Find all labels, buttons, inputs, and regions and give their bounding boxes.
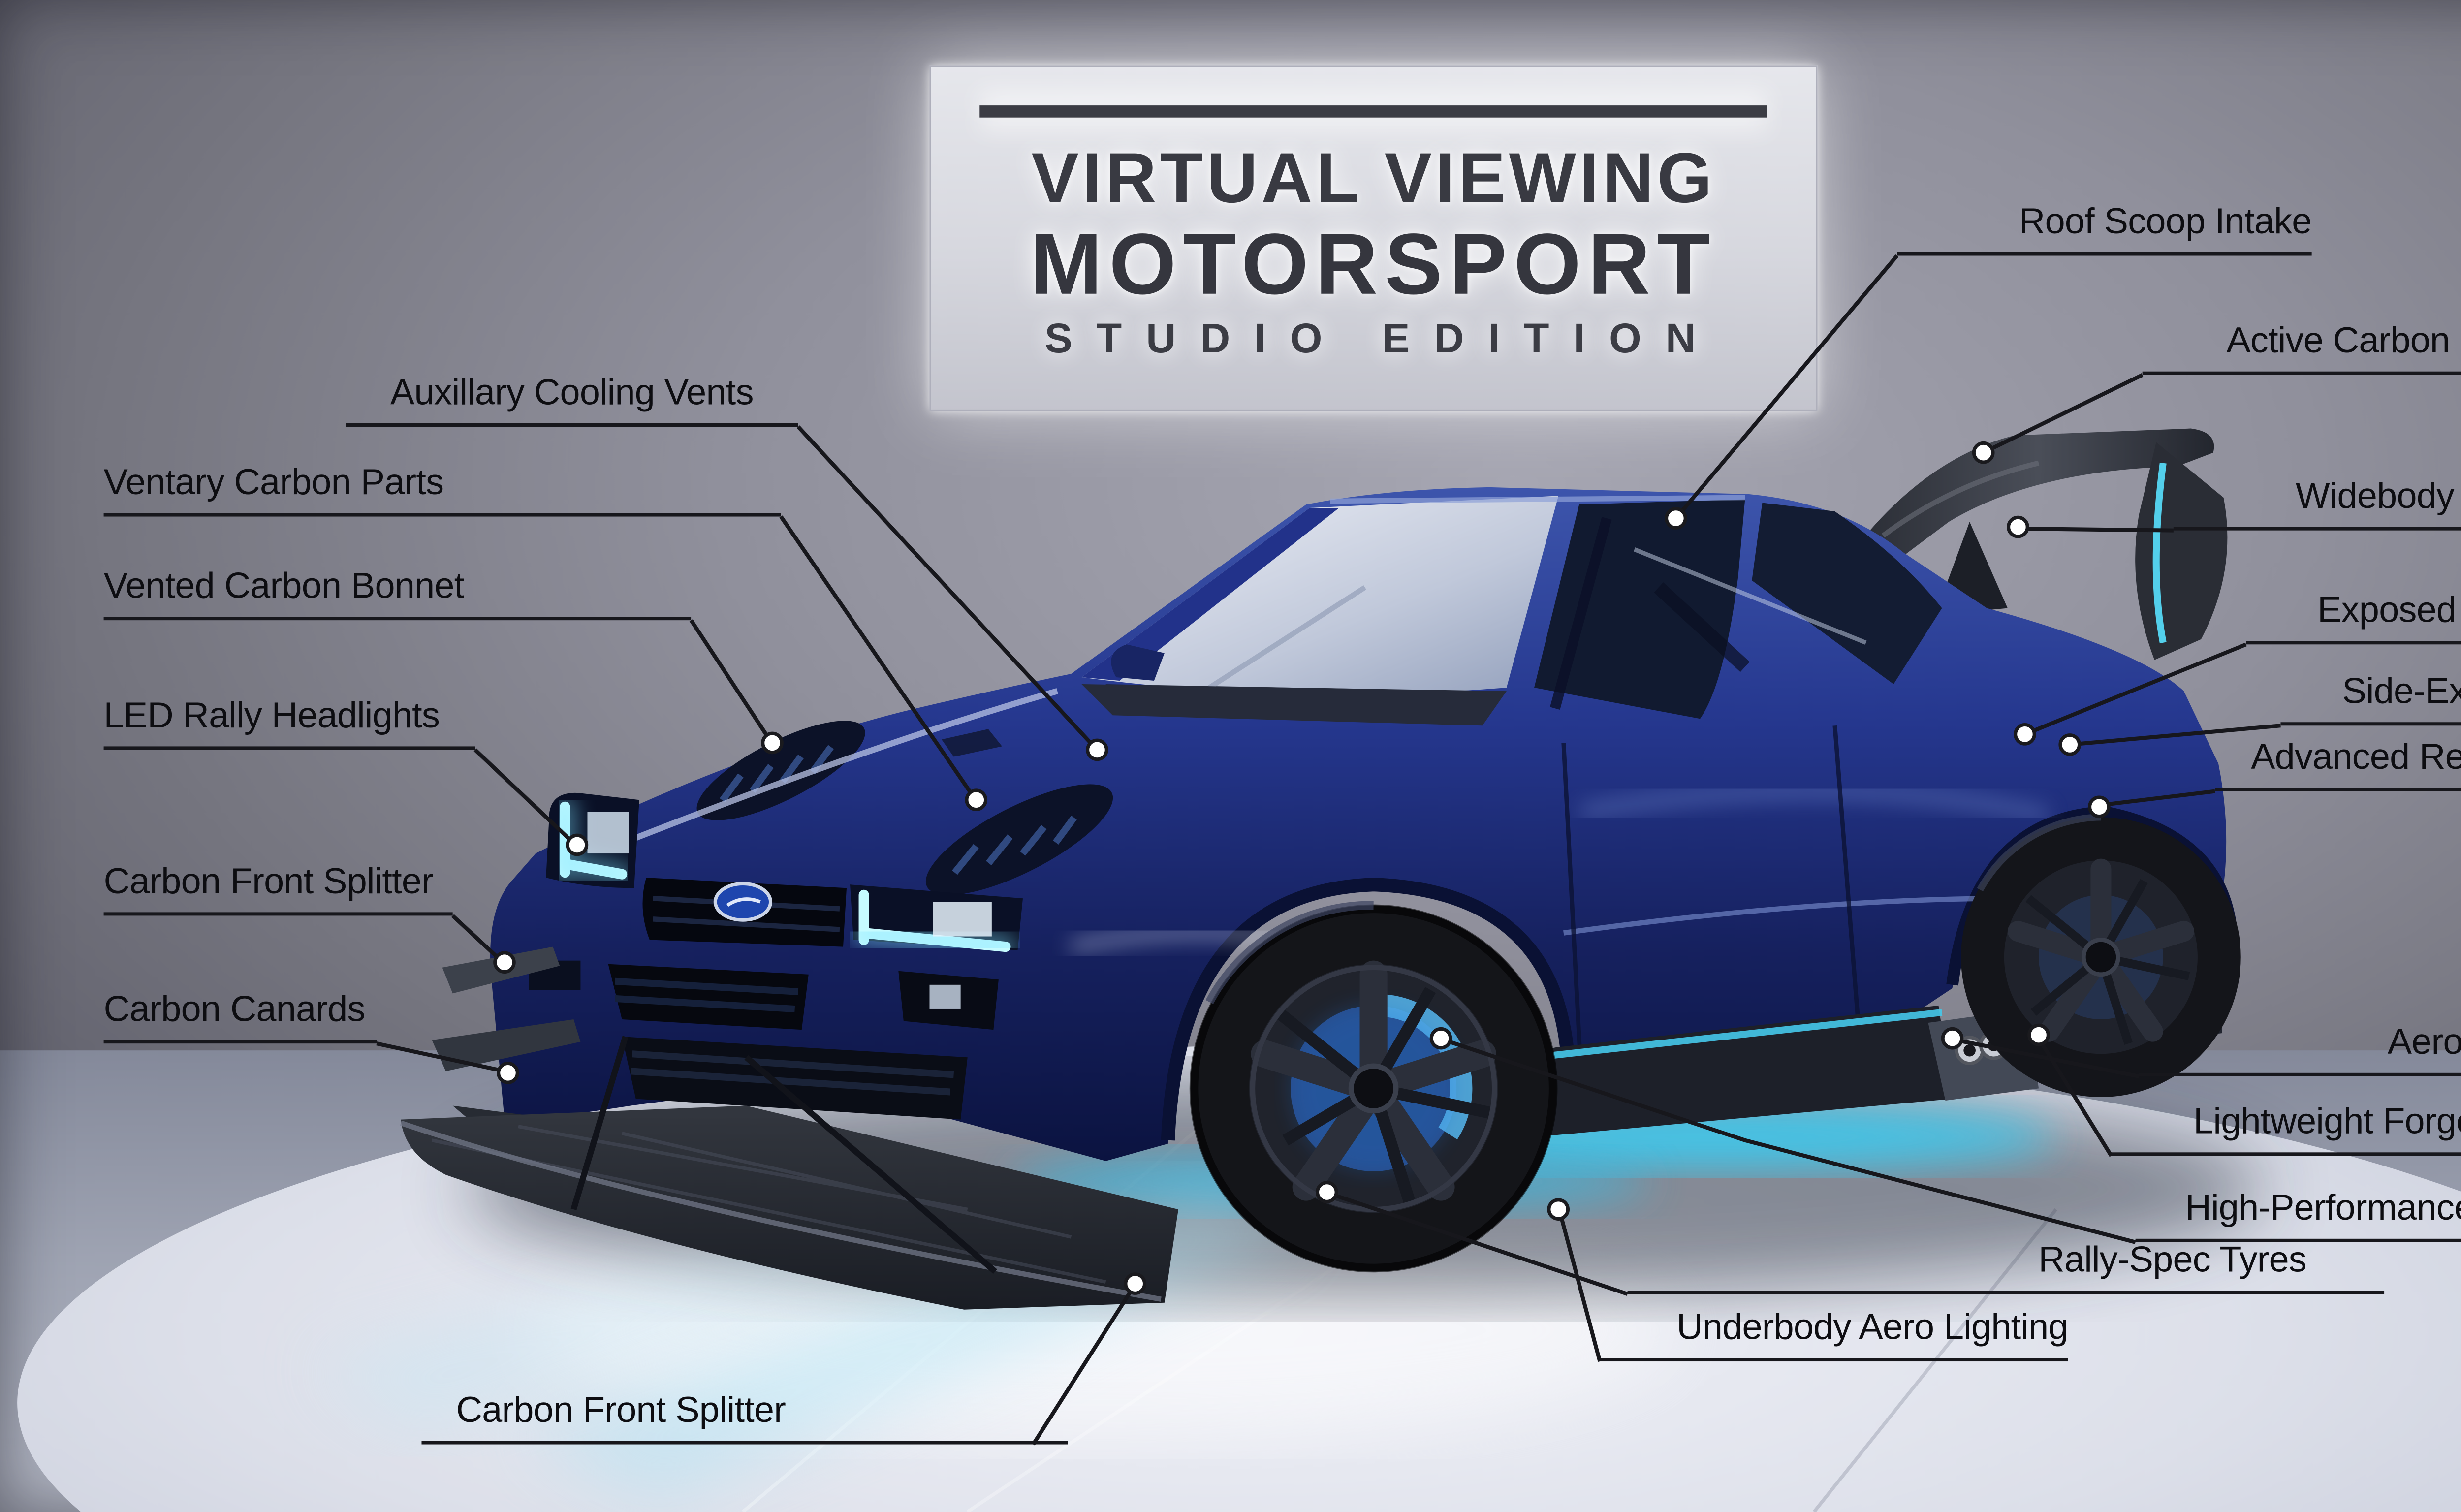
windshield — [1081, 496, 1559, 694]
front-fender-flare — [1161, 878, 1576, 1141]
leader-carbon-canards — [376, 1041, 505, 1073]
dot-vented-carbon-bonnet — [761, 731, 784, 755]
leader-exposed-aero-bolts — [2024, 642, 2247, 736]
dot-underbody-aero-lighting — [1547, 1198, 1570, 1221]
leader-lightweight-forged-wheels — [2037, 1037, 2113, 1157]
dot-led-rally-headlights — [566, 833, 589, 856]
callout-high-performance-brake-kit: High-Performance Brake Kit — [2135, 1189, 2461, 1242]
callout-carbon-front-splitter: Carbon Front Splitter — [103, 862, 453, 916]
callout-carbon-canards: Carbon Canards — [103, 990, 377, 1044]
leader-led-rally-headlights — [473, 748, 575, 845]
bonnet-vent-right — [925, 784, 1113, 895]
leader-carbon-front-splitter-bottom — [1031, 1286, 1136, 1446]
side-window-front — [1534, 499, 1745, 719]
callout-underbody-aero-lighting: Underbody Aero Lighting — [1600, 1308, 2068, 1362]
callout-auxillary-cooling-vents: Auxillary Cooling Vents — [346, 373, 798, 427]
leader-roof-scoop-intake — [1674, 254, 1899, 520]
sign-title-line1: VIRTUAL VIEWING — [1031, 138, 1716, 218]
a-pillar — [1081, 507, 1339, 681]
dot-widebody-fender-kit — [2007, 515, 2029, 538]
headlight-right — [850, 884, 1023, 958]
leader-ventary-carbon-parts — [779, 515, 977, 799]
leader-widebody-fender-kit — [2021, 527, 2174, 533]
dot-high-performance-brake-kit — [1429, 1027, 1452, 1050]
leader-auxillary-cooling-vents — [796, 425, 1097, 750]
leader-side-exit-exhaust — [2069, 724, 2281, 747]
front-splitter — [400, 1036, 1178, 1310]
dot-aero-side-skirt — [1941, 1027, 1964, 1050]
dot-lightweight-forged-wheels — [2027, 1023, 2050, 1046]
dot-carbon-front-splitter-bottom — [1124, 1272, 1147, 1295]
side-window-rear — [1752, 503, 1942, 685]
callout-aero-side-skirt: Aero Side Skirt — [2139, 1023, 2461, 1076]
side-skirt — [1465, 1005, 1953, 1140]
callout-roof-scoop-intake: Roof Scoop Intake — [1897, 202, 2312, 256]
leader-high-performance-brake-kit — [1444, 1038, 2136, 1244]
leader-rally-spec-tyres — [1329, 1192, 1628, 1296]
callout-side-exit-exhaust: Side-Exit Exhaust — [2280, 672, 2461, 726]
callout-exposed-aero-bolts: Exposed Aero Bolts — [2246, 591, 2461, 645]
callout-ventary-carbon-parts: Ventary Carbon Parts — [103, 463, 781, 517]
callout-active-carbon-rear-wing: Active Carbon Rear Wing — [2142, 321, 2461, 375]
leader-underbody-aero-lighting — [1558, 1212, 1602, 1362]
leader-advanced-rear-diffuser — [2100, 789, 2215, 807]
callout-lightweight-forged-wheels: Lightweight Forged Wheels — [2111, 1102, 2461, 1156]
callout-led-rally-headlights: LED Rally Headlights — [103, 696, 475, 750]
dot-side-exit-exhaust — [2058, 733, 2082, 756]
cowl-vent — [1081, 684, 1507, 726]
sign-rule — [979, 105, 1767, 118]
sign-title-line2: MOTORSPORT — [1030, 216, 1717, 313]
leader-active-carbon-rear-wing — [1982, 373, 2144, 455]
leader-aero-side-skirt — [1955, 1038, 2140, 1078]
front-wheel — [1189, 901, 1558, 1273]
headlight-left — [546, 792, 639, 888]
fog-lamp — [929, 984, 961, 1009]
ford-badge — [713, 882, 773, 922]
virtual-viewing-sign: VIRTUAL VIEWING MOTORSPORT STUDIO EDITIO… — [929, 65, 1818, 411]
dot-rally-spec-tyres — [1316, 1181, 1338, 1203]
callout-rally-spec-tyres: Rally-Spec Tyres — [1627, 1240, 2385, 1294]
dot-auxillary-cooling-vents — [1086, 738, 1108, 761]
leader-carbon-front-splitter — [451, 914, 503, 962]
dot-roof-scoop-intake — [1665, 507, 1687, 530]
dot-advanced-rear-diffuser — [2088, 795, 2111, 819]
dot-exposed-aero-bolts — [2014, 723, 2036, 746]
bonnet-decal — [942, 729, 1002, 757]
dot-carbon-canards — [497, 1062, 519, 1084]
sign-title-line3: STUDIO EDITION — [1044, 316, 1720, 363]
dot-active-carbon-rear-wing — [1972, 441, 1995, 464]
callout-widebody-fender-kit: Widebody Fender Kit — [2173, 477, 2461, 531]
leader-vented-carbon-bonnet — [689, 619, 772, 743]
dot-ventary-carbon-parts — [965, 788, 988, 812]
callout-advanced-rear-diffuser: Advanced Rear Diffuser — [2215, 738, 2461, 791]
wing-mirror — [1111, 644, 1165, 681]
dot-carbon-front-splitter — [493, 951, 516, 974]
callout-vented-carbon-bonnet: Vented Carbon Bonnet — [103, 567, 692, 621]
callout-carbon-front-splitter-bottom: Carbon Front Splitter — [421, 1391, 1068, 1445]
